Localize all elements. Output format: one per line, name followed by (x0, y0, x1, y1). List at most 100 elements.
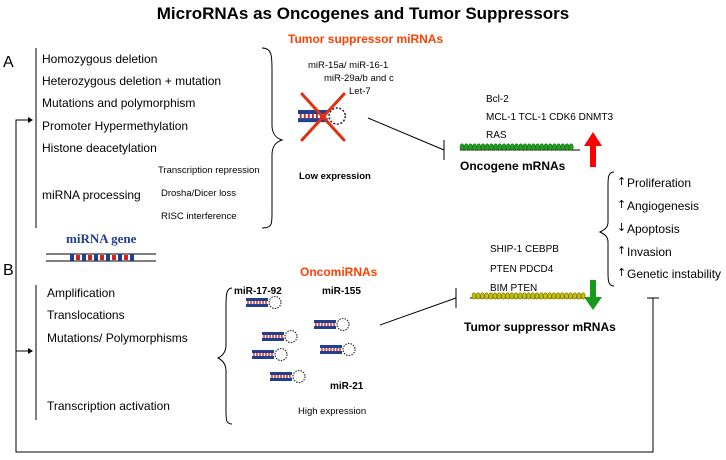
panel-b-brace (216, 287, 233, 425)
oncogene-mrna-strand (459, 143, 580, 151)
oncomir-1: miR-155 (322, 286, 361, 297)
mrna-bead (518, 143, 524, 151)
mechanism-a-1: Heterozygous deletion + mutation (42, 74, 222, 88)
mrna-bead (547, 143, 553, 151)
mechanism-a-4: Histone deacetylation (42, 141, 157, 155)
mechanism-a-2: Mutations and polymorphism (42, 96, 196, 110)
mirna-gene-glyph (46, 253, 156, 262)
ts-mirna-2: Let-7 (349, 86, 371, 97)
outcome-arrow-0: ↑ (617, 175, 627, 188)
mrna-bead (543, 143, 549, 151)
mrna-bead (568, 143, 574, 151)
outcome-arrow-4: ↑ (617, 266, 627, 279)
mrna-bead (459, 143, 465, 151)
mechanism-a-3: Promoter Hypermethylation (42, 119, 189, 133)
mrna-bead (489, 143, 494, 151)
mechanism-b-2: Mutations/ Polymorphisms (47, 331, 188, 345)
mrna-bead (551, 292, 557, 300)
mrna-bead (497, 143, 503, 151)
mechanism-b-3: Transcription activation (47, 399, 170, 413)
mrna-bead (493, 143, 498, 151)
ts-mirna-1: miR-29a/b and c (324, 73, 394, 84)
mrna-bead (475, 292, 481, 300)
mrna-bead (564, 143, 570, 151)
mrna-bead (564, 292, 569, 300)
mrna-bead (568, 292, 573, 300)
mrna-bead (531, 143, 536, 151)
outcomes-brace (598, 171, 615, 287)
mrna-bead (535, 143, 540, 151)
outcome-label-0: Proliferation (627, 176, 692, 190)
oncomir-2: miR-21 (330, 381, 364, 392)
mrna-bead (538, 292, 544, 300)
diagram-title: MicroRNAs as Oncogenes and Tumor Suppres… (156, 4, 570, 23)
mrna-bead (560, 143, 566, 151)
mrna-bead (514, 143, 519, 151)
mrna-bead (522, 143, 528, 151)
mirna-processing-label: miRNA processing (42, 188, 141, 202)
mrna-bead (471, 292, 477, 300)
up-arrow-icon (584, 132, 602, 167)
low-expression-label: Low expression (299, 171, 371, 182)
mrna-bead (476, 143, 482, 151)
down-arrow-icon (584, 280, 602, 310)
outcome-arrow-1: ↑ (617, 198, 627, 211)
tsg-target-1: PTEN PDCD4 (490, 264, 554, 275)
outcome-label-3: Invasion (627, 245, 672, 259)
mrna-bead (555, 292, 561, 300)
inhibition-b (379, 288, 457, 326)
mrna-bead (484, 292, 489, 300)
mrna-bead (484, 143, 490, 151)
mrna-bead (559, 292, 565, 300)
mrna-bead (539, 143, 545, 151)
outcome-arrow-2: ↓ (617, 221, 627, 234)
panel-b-label: B (3, 262, 14, 279)
inhibition-a (367, 117, 445, 160)
oncomir-0: miR-17-92 (234, 286, 282, 297)
tsg-target-0: SHIP-1 CEBPB (490, 244, 559, 255)
mrna-bead (547, 292, 552, 300)
mrna-bead (576, 292, 582, 300)
feedback-loop (15, 119, 659, 453)
processing-sub-2: RISC interference (161, 211, 237, 222)
arrowhead-b (28, 348, 33, 354)
oncomirna-heading: OncomiRNAs (300, 265, 378, 279)
mrna-bead (556, 143, 561, 151)
mrna-bead (580, 292, 586, 300)
tsg-target-2: BIM PTEN (490, 283, 538, 294)
panel-a-brace (261, 47, 284, 229)
mrna-bead (572, 292, 578, 300)
ts-mirna-heading: Tumor suppressor miRNAs (288, 32, 444, 46)
oncogene-target-0: Bcl-2 (486, 94, 509, 105)
processing-sub-0: Transcription repression (158, 165, 260, 176)
ts-mirna-0: miR-15a/ miR-16-1 (308, 60, 389, 71)
mirna-gene-label: miRNA gene (66, 231, 137, 246)
mechanism-a-0: Homozygous deletion (42, 52, 158, 66)
red-cross-icon (300, 92, 346, 142)
mrna-bead (468, 143, 473, 151)
mechanism-b-0: Amplification (47, 286, 116, 300)
oncogene-target-2: RAS (486, 130, 507, 141)
mrna-bead (543, 292, 548, 300)
tsg-mrna-strand (470, 292, 588, 300)
mrna-bead (501, 143, 507, 151)
mechanism-b-1: Translocations (47, 308, 125, 322)
mrna-bead (505, 143, 511, 151)
mrna-bead (463, 143, 469, 151)
processing-sub-1: Drosha/Dicer loss (161, 188, 236, 199)
mrna-bead (480, 143, 486, 151)
panel-a-label: A (3, 54, 14, 71)
outcome-label-2: Apoptosis (627, 222, 680, 236)
oncogene-target-1: MCL-1 TCL-1 CDK6 DNMT3 (486, 112, 614, 123)
outcome-arrow-3: ↑ (617, 244, 627, 257)
high-expression-label: High expression (298, 406, 367, 417)
mrna-bead (480, 292, 485, 300)
mrna-bead (472, 143, 477, 151)
arrowhead-a (28, 117, 33, 123)
oncomir-hairpins (245, 295, 356, 384)
outcome-label-1: Angiogenesis (627, 199, 700, 213)
oncogene-mrnas-label: Oncogene mRNAs (460, 159, 566, 173)
mrna-bead (552, 143, 557, 151)
mrna-bead (526, 143, 532, 151)
